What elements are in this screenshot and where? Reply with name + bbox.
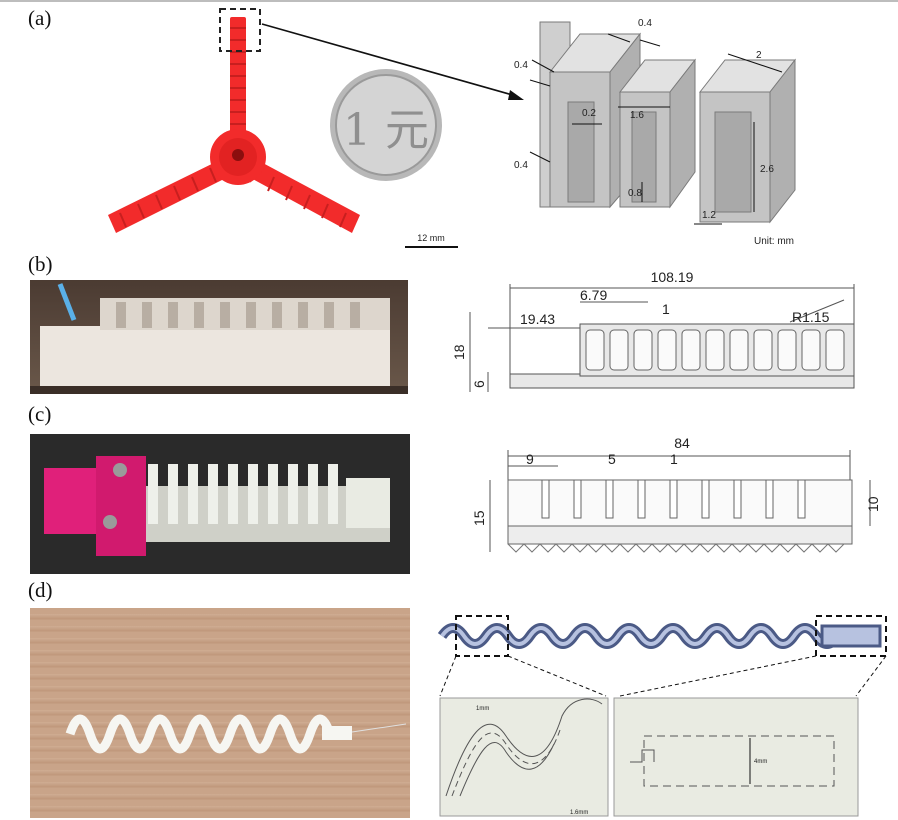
panel-a-cad: 0.4 2 0.4 0.2 1.6 0.4 2.6 0.8 1.2 Unit: … — [514, 18, 797, 247]
dim-c-gap: 1 — [670, 451, 678, 467]
panel-d-drawing: 1mm 1.6mm 4mm — [437, 615, 887, 817]
panel-b-label: (b) — [28, 252, 53, 276]
panel-b-photo — [30, 280, 408, 394]
dim-c-pitch: 5 — [608, 451, 616, 467]
panel-c-drawing: 84 9 5 1 15 10 — [471, 435, 881, 553]
scale-bar-label: 12 mm — [417, 233, 445, 243]
dim-height: 2.6 — [760, 164, 774, 175]
zoom-arrow — [261, 23, 524, 100]
dim-wall-bottom: 0.4 — [514, 160, 528, 171]
panel-c-label: (c) — [28, 402, 52, 426]
inset-left-top-label: 1mm — [476, 706, 489, 712]
dim-wall-top: 0.4 — [514, 60, 528, 71]
dim-inner-w: 1.6 — [630, 110, 644, 121]
dim-b-pitch: 6.79 — [580, 287, 607, 303]
dim-base-w: 1.2 — [702, 210, 716, 221]
dim-c-right: 10 — [865, 496, 881, 512]
red-actuator — [108, 17, 360, 233]
panel-a-photo: 1 元 12 mm — [108, 8, 458, 248]
panel-a-label: (a) — [28, 6, 52, 30]
inset-left-bottom-label: 1.6mm — [570, 810, 588, 816]
inset-right-label: 4mm — [754, 759, 767, 765]
panel-d-label: (d) — [28, 578, 53, 602]
dim-b-offset: 19.43 — [520, 311, 555, 327]
coin: 1 元 — [330, 69, 442, 181]
dim-b-base: 6 — [471, 380, 487, 388]
panel-b-drawing: 108.19 19.43 6.79 1 R1.15 18 6 — [451, 269, 855, 392]
top-rule — [0, 0, 898, 2]
panel-d-photo — [30, 608, 410, 818]
dim-c-height: 15 — [471, 510, 487, 526]
dim-b-height: 18 — [451, 344, 467, 360]
dim-b-gap: 1 — [662, 301, 670, 317]
dim-top-gap: 0.4 — [638, 18, 652, 29]
coin-text: 1 元 — [343, 105, 429, 156]
dim-c-total: 84 — [674, 435, 690, 451]
dim-base-h: 0.8 — [628, 188, 642, 199]
unit-note: Unit: mm — [754, 236, 794, 247]
dim-width: 2 — [756, 50, 762, 61]
panel-c-photo — [30, 434, 410, 574]
dim-c-first: 9 — [526, 451, 534, 467]
dim-b-radius: R1.15 — [792, 309, 830, 325]
zoom-box — [219, 8, 261, 52]
dim-inner-gap: 0.2 — [582, 108, 596, 119]
dim-b-total: 108.19 — [651, 269, 694, 285]
